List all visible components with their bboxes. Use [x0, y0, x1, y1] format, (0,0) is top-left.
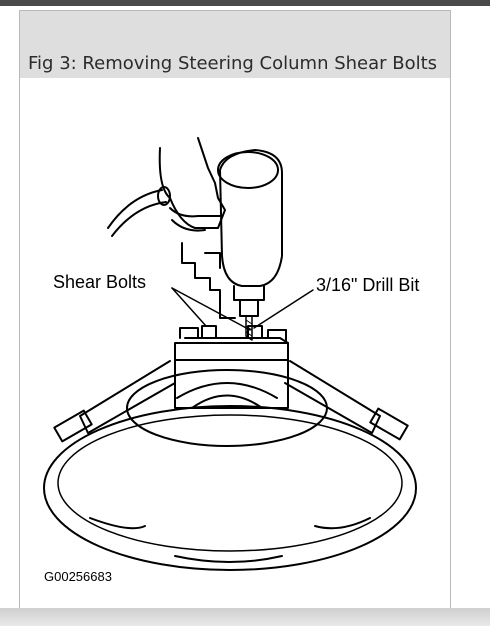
window-top-bar	[0, 0, 490, 6]
right-spoke	[284, 360, 381, 434]
shear-bolt-right	[247, 325, 263, 339]
steering-wheel-rim-inner	[57, 414, 403, 552]
hand	[158, 137, 226, 229]
figure-caption: Fig 3: Removing Steering Column Shear Bo…	[28, 53, 438, 74]
drill-bit-leader	[253, 289, 314, 329]
drill-body	[219, 149, 283, 287]
page-margin	[451, 6, 490, 608]
drill-cord	[107, 189, 163, 229]
steering-column-illustration	[43, 137, 417, 571]
left-spoke-grip	[53, 409, 93, 443]
shear-bolts-leader-2	[171, 287, 251, 331]
figure-code: G00256683	[44, 569, 112, 584]
shear-bolts-callout: Shear Bolts	[53, 272, 147, 292]
shear-bolts-leader-1	[171, 287, 207, 327]
column-bracket	[181, 242, 236, 319]
right-spoke-grip	[369, 407, 409, 441]
caption-bar: Fig 3: Removing Steering Column Shear Bo…	[20, 11, 450, 78]
window-bottom-bar	[0, 608, 490, 626]
left-spoke	[79, 360, 176, 434]
steering-wheel-rim	[43, 405, 417, 571]
column-housing	[174, 342, 289, 409]
drill-bit-callout: 3/16" Drill Bit	[316, 275, 420, 295]
figure-frame: Fig 3: Removing Steering Column Shear Bo…	[19, 10, 451, 610]
drill-chuck	[239, 299, 259, 317]
shear-bolt-left	[201, 325, 217, 339]
